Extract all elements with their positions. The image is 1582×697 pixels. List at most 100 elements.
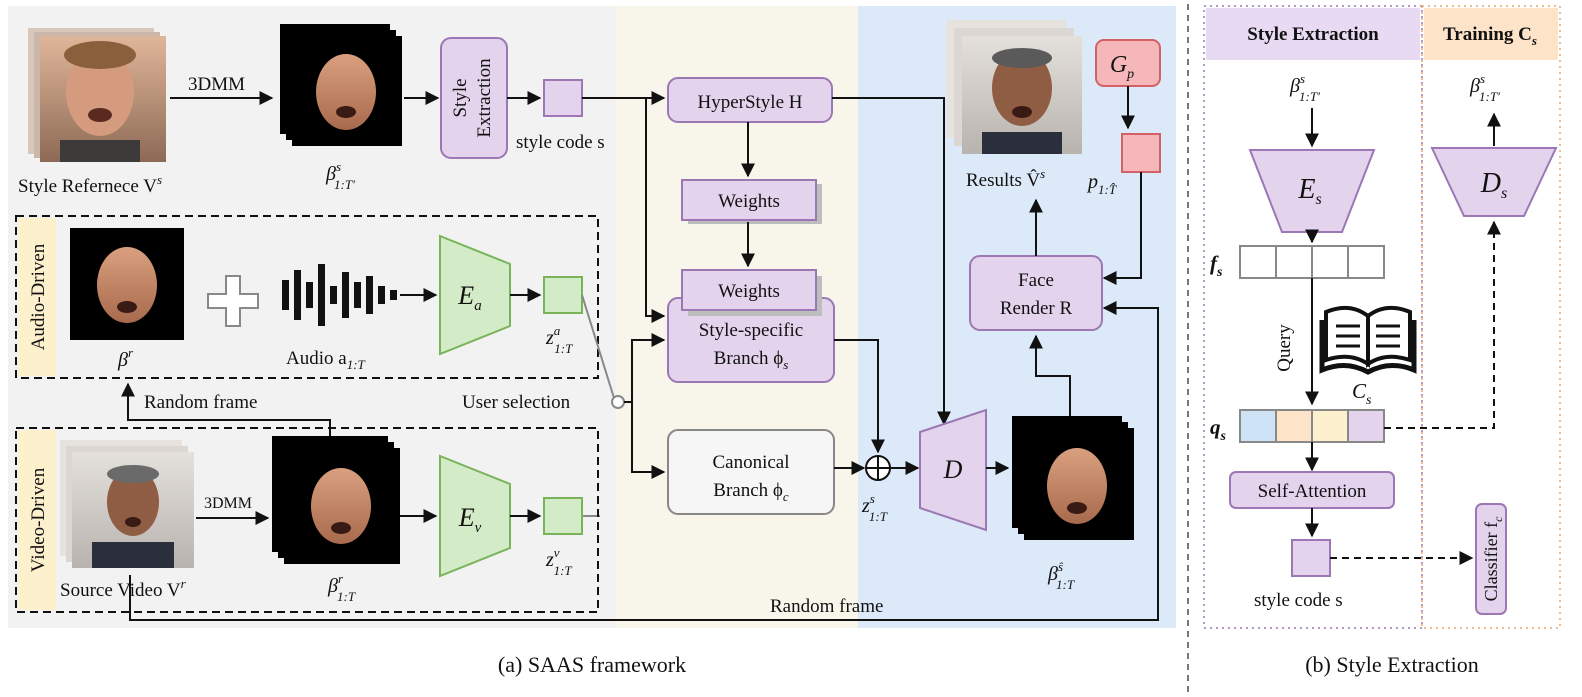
style-specific-label-1: Style-specific xyxy=(699,320,803,341)
audio-driven-tag xyxy=(18,218,56,376)
canonical-label-2: Branch ϕc xyxy=(713,480,789,504)
style-code-square-b xyxy=(1291,539,1331,577)
header-style-extraction xyxy=(1206,8,1420,60)
za-square xyxy=(543,276,583,314)
qs-cell xyxy=(1275,409,1313,443)
decoder-label: D xyxy=(943,455,963,484)
arrow-code-to-stylespecific xyxy=(645,98,666,323)
canonical-label-1: Canonical xyxy=(712,452,789,473)
audio-driven-label: Audio-Driven xyxy=(28,243,49,350)
weights-box-2 xyxy=(681,269,817,311)
arrow-random-frame-bottom xyxy=(129,301,1159,621)
results-image-stack xyxy=(946,20,1082,154)
style-reference-label: Style Refernece Vs xyxy=(18,172,162,197)
arrow-switch-to-canonical xyxy=(631,402,666,479)
style-code-square xyxy=(543,79,583,117)
weights-box-1 xyxy=(681,179,817,221)
hyperstyle-label: HyperStyle H xyxy=(697,92,802,113)
gp-label: Gp xyxy=(1110,52,1134,82)
arrow-switch-to-stylespecific xyxy=(631,333,666,402)
user-selection-label: User selection xyxy=(462,392,571,413)
panel-b-training-region xyxy=(1421,5,1561,629)
ds-label: Ds xyxy=(1480,168,1507,202)
face-render-label-1: Face xyxy=(1018,270,1054,291)
random-frame-top-label: Random frame xyxy=(144,392,257,413)
weights-label-1: Weights xyxy=(718,191,780,212)
ev-label: Ev xyxy=(458,503,482,536)
audio-driven-box xyxy=(15,215,599,379)
face-render-label-2: Render R xyxy=(1000,298,1073,319)
weights-label-2: Weights xyxy=(718,281,780,302)
arrow-p-to-render xyxy=(1102,172,1142,285)
video-driven-box xyxy=(15,427,599,613)
p-label: p1:T̂ xyxy=(1086,171,1117,197)
audio-label: Audio a1:T xyxy=(286,348,366,372)
decoder-shape xyxy=(919,408,987,532)
random-frame-bottom-label: Random frame xyxy=(770,596,883,617)
classifier-label: Classifier fc xyxy=(1481,516,1505,601)
qs-vector xyxy=(1239,409,1385,443)
qs-cell xyxy=(1239,409,1277,443)
video-driven-label: Video-Driven xyxy=(28,467,49,572)
caption-b: (b) Style Extraction xyxy=(1305,652,1479,677)
style-code-label: style code s xyxy=(516,132,605,153)
sum-operator xyxy=(865,455,891,481)
header-style-extraction-text: Style Extraction xyxy=(1247,24,1379,45)
ev-encoder xyxy=(439,454,511,578)
video-driven-tag xyxy=(18,430,56,610)
switch-line-za xyxy=(581,294,615,399)
qs-label: qs xyxy=(1210,415,1227,444)
self-attention-label: Self-Attention xyxy=(1258,481,1367,502)
style-specific-label-2: Branch ϕs xyxy=(714,348,789,372)
source-video-label: Source Video Vr xyxy=(60,576,187,601)
header-training xyxy=(1424,8,1558,60)
beta-s-face-stack xyxy=(280,24,402,146)
classifier-box xyxy=(1475,503,1507,615)
arrow-hyperstyle-to-decoder xyxy=(832,97,951,426)
plus-icon xyxy=(207,275,259,327)
arrow-qs-to-ds xyxy=(1384,220,1501,429)
beta-r-seq-face-stack xyxy=(272,436,400,564)
ea-label: Ea xyxy=(457,281,481,314)
ds-decoder xyxy=(1430,147,1558,217)
cs-label: Cs xyxy=(1352,379,1372,408)
fs-vector xyxy=(1239,245,1385,279)
codebook-icon xyxy=(1319,305,1417,375)
panel-b-style-region xyxy=(1203,5,1423,629)
zv-square xyxy=(543,497,583,535)
beta-r-label: βr xyxy=(117,345,134,371)
audio-waveform-icon xyxy=(282,264,397,326)
beta-r-face xyxy=(70,228,184,340)
qs-cell xyxy=(1347,409,1385,443)
style-code-label-b: style code s xyxy=(1254,590,1343,611)
style-reference-image xyxy=(28,28,166,162)
tdmm-label-2: 3DMM xyxy=(204,495,252,512)
user-selection-switch xyxy=(611,395,625,409)
qs-cell xyxy=(1311,409,1349,443)
fs-label: fs xyxy=(1210,251,1223,280)
canonical-box xyxy=(667,429,835,515)
es-label: Es xyxy=(1297,174,1321,208)
results-label: Results V̂s xyxy=(966,166,1045,191)
caption-a: (a) SAAS framework xyxy=(498,652,686,677)
p-square xyxy=(1121,133,1161,173)
style-extraction-text: Style xyxy=(450,78,471,117)
ea-encoder xyxy=(439,234,511,356)
arrow-stylespecific-to-sum xyxy=(834,339,885,454)
es-encoder xyxy=(1248,149,1376,233)
style-extraction-text-2: Extraction xyxy=(474,58,495,138)
arrow-face-to-render xyxy=(1029,334,1071,416)
header-training-text: Training Cs xyxy=(1443,24,1537,48)
query-label: Query xyxy=(1274,324,1295,372)
tdmm-label: 3DMM xyxy=(188,74,245,95)
